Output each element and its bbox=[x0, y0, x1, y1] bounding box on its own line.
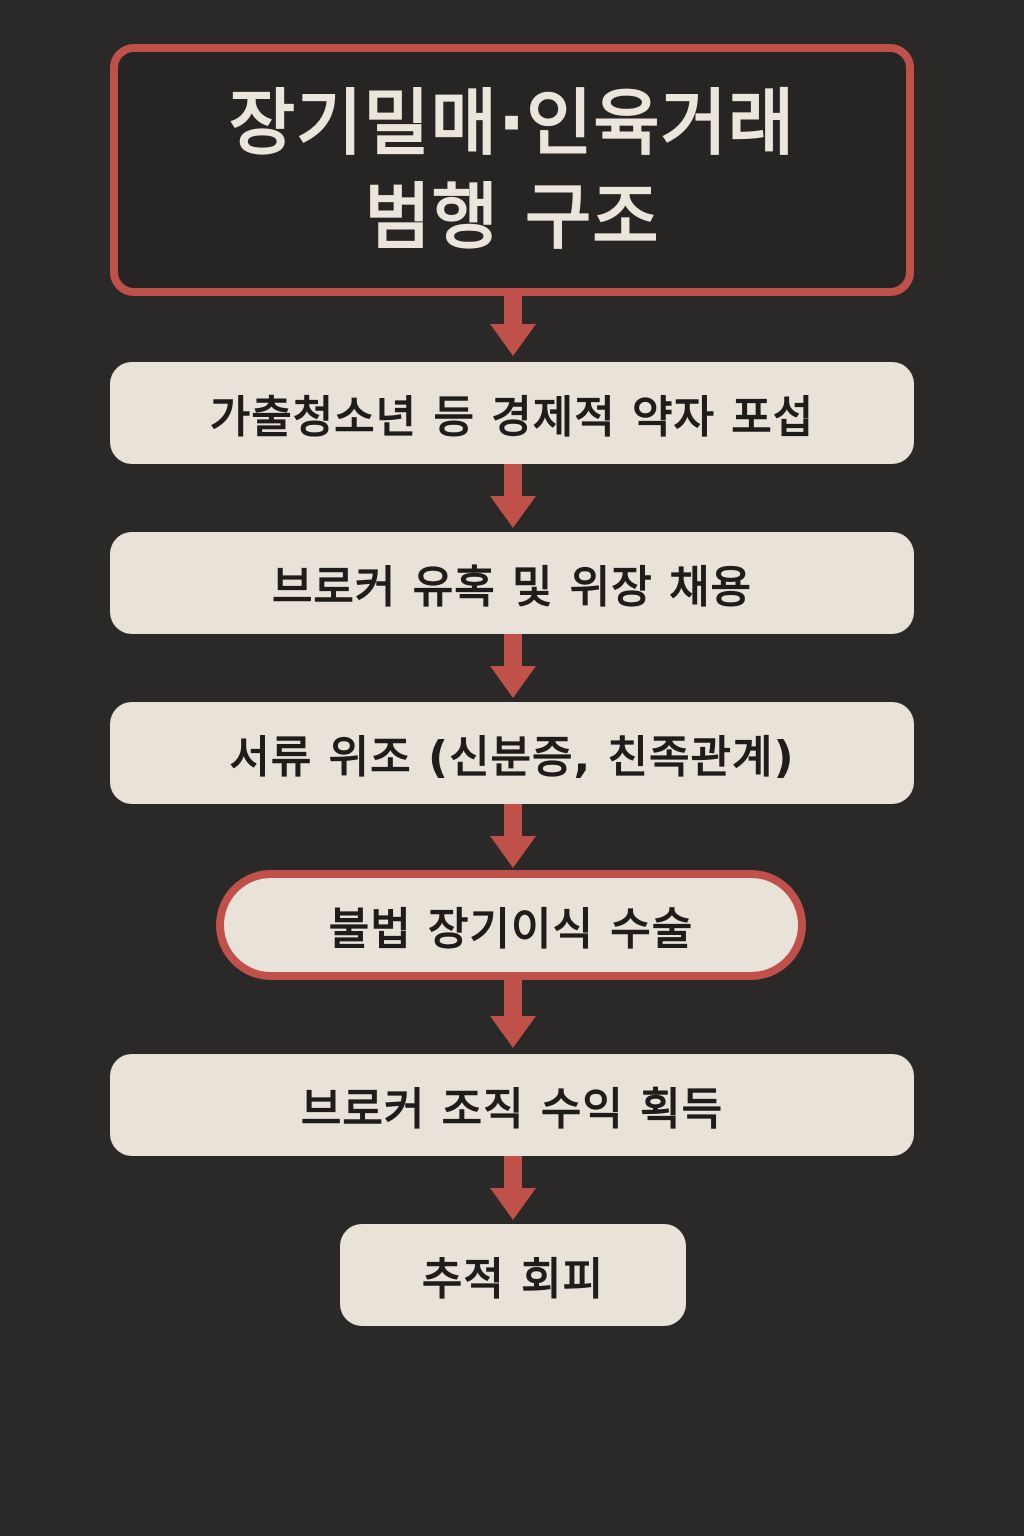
step-3-document-forgery: 서류 위조 (신분증, 친족관계) bbox=[110, 702, 914, 804]
step-3-label: 서류 위조 (신분증, 친족관계) bbox=[229, 732, 795, 783]
arrow-down-icon bbox=[490, 1156, 536, 1220]
step-2-label: 브로커 유혹 및 위장 채용 bbox=[271, 562, 753, 613]
step-5-broker-profit: 브로커 조직 수익 획득 bbox=[110, 1054, 914, 1156]
step-1-recruit-vulnerable: 가출청소년 등 경제적 약자 포섭 bbox=[110, 362, 914, 464]
title-line-2: 범행 구조 bbox=[364, 175, 660, 259]
arrow-down-icon bbox=[490, 464, 536, 528]
arrow-down-icon bbox=[490, 296, 536, 356]
flowchart-title-box: 장기밀매·인육거래 범행 구조 bbox=[110, 44, 914, 296]
step-6-label: 추적 회피 bbox=[421, 1254, 605, 1305]
arrow-down-icon bbox=[490, 804, 536, 868]
step-4-illegal-transplant: 불법 장기이식 수술 bbox=[216, 870, 806, 980]
step-5-label: 브로커 조직 수익 획득 bbox=[300, 1084, 724, 1135]
arrow-down-icon bbox=[490, 634, 536, 698]
arrow-down-icon bbox=[490, 980, 536, 1050]
title-line-1: 장기밀매·인육거래 bbox=[228, 81, 796, 165]
step-6-evade-tracking: 추적 회피 bbox=[340, 1224, 686, 1326]
step-1-label: 가출청소년 등 경제적 약자 포섭 bbox=[209, 392, 815, 443]
step-4-label: 불법 장기이식 수술 bbox=[328, 904, 694, 955]
step-2-broker-lure: 브로커 유혹 및 위장 채용 bbox=[110, 532, 914, 634]
